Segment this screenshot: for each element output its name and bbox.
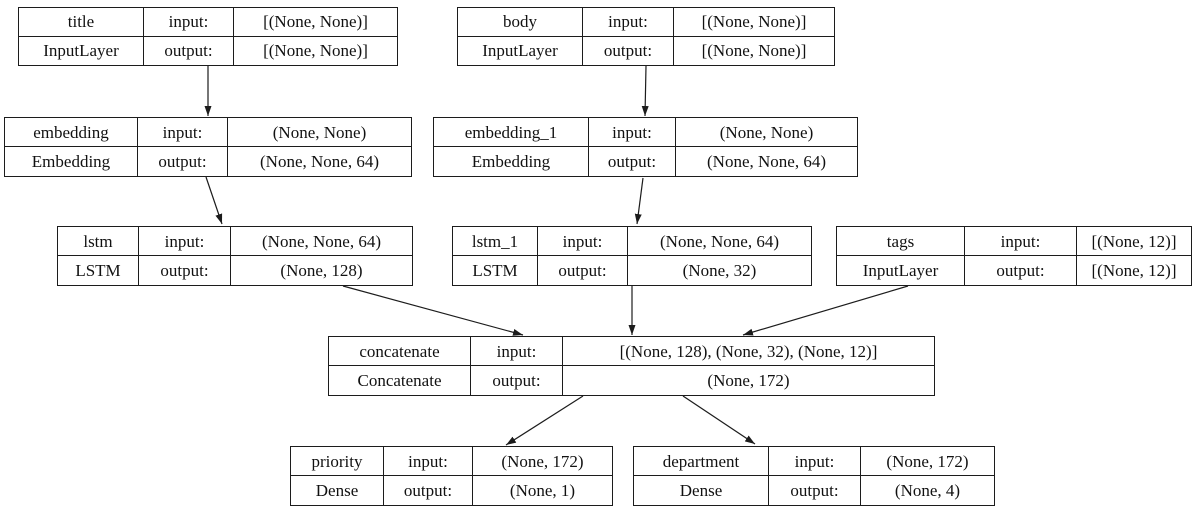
layer-type: LSTM <box>58 256 139 285</box>
output-label: output: <box>769 476 861 505</box>
input-shape: [(None, None)] <box>674 8 834 37</box>
edge-tags-concatenate <box>742 285 909 336</box>
output-label: output: <box>589 147 676 176</box>
input-label: input: <box>471 337 563 366</box>
input-label: input: <box>538 227 628 256</box>
layer-name: tags <box>837 227 965 256</box>
output-label: output: <box>138 147 228 176</box>
layer-name: body <box>458 8 583 37</box>
input-label: input: <box>138 118 228 147</box>
layer-name: department <box>634 447 769 476</box>
output-label: output: <box>139 256 231 285</box>
input-label: input: <box>139 227 231 256</box>
output-label: output: <box>471 366 563 395</box>
node-body: body input: [(None, None)] InputLayer ou… <box>457 7 835 66</box>
output-label: output: <box>384 476 473 505</box>
layer-type: Dense <box>291 476 384 505</box>
output-shape: (None, 4) <box>894 481 961 500</box>
input-shape: [(None, 128), (None, 32), (None, 12)] <box>563 337 934 366</box>
output-shape: (None, 32) <box>682 261 757 280</box>
edge-body-embedding-1 <box>641 65 649 117</box>
input-shape: (None, None) <box>228 118 411 147</box>
output-shape: [(None, None)] <box>701 41 807 61</box>
node-embedding-1: embedding_1 input: (None, None) Embeddin… <box>433 117 858 177</box>
output-label: output: <box>538 256 628 285</box>
edge-concatenate-priority <box>505 395 584 446</box>
layer-name: concatenate <box>329 337 471 366</box>
edge-embedding-lstm <box>205 176 223 225</box>
layer-type: Embedding <box>5 147 138 176</box>
layer-type: LSTM <box>453 256 538 285</box>
node-lstm: lstm input: (None, None, 64) LSTM output… <box>57 226 413 286</box>
layer-name: title <box>19 8 144 37</box>
node-tags: tags input: [(None, 12)] InputLayer outp… <box>836 226 1192 286</box>
output-shape: (None, None, 64) <box>260 152 379 171</box>
output-label: output: <box>583 36 674 65</box>
input-label: input: <box>384 447 473 476</box>
output-shape: [(None, 12)] <box>1091 261 1177 280</box>
edge-lstm-concatenate <box>342 285 524 336</box>
layer-type: Concatenate <box>329 366 471 395</box>
input-shape: [(None, None)] <box>234 8 397 37</box>
node-lstm-1: lstm_1 input: (None, None, 64) LSTM outp… <box>452 226 812 286</box>
layer-type: Embedding <box>434 147 589 176</box>
layer-name: priority <box>291 447 384 476</box>
layer-name: lstm <box>58 227 139 256</box>
input-shape: (None, 172) <box>473 447 612 476</box>
output-label: output: <box>965 256 1077 285</box>
layer-type: InputLayer <box>19 36 144 65</box>
node-department: department input: (None, 172) Dense outp… <box>633 446 995 506</box>
edge-embedding-1-lstm-1 <box>634 177 644 225</box>
output-shape: (None, 172) <box>707 371 790 390</box>
input-label: input: <box>583 8 674 37</box>
layer-type: Dense <box>634 476 769 505</box>
layer-type: InputLayer <box>458 36 583 65</box>
input-shape: (None, None) <box>676 118 857 147</box>
input-label: input: <box>965 227 1077 256</box>
input-shape: (None, None, 64) <box>231 227 412 256</box>
input-shape: [(None, 12)] <box>1077 227 1191 256</box>
output-shape: [(None, None)] <box>263 41 368 61</box>
node-priority: priority input: (None, 172) Dense output… <box>290 446 613 506</box>
node-title: title input: [(None, None)] InputLayer o… <box>18 7 398 66</box>
input-label: input: <box>144 8 234 37</box>
output-shape: (None, None, 64) <box>707 152 826 171</box>
edge-concatenate-department <box>682 395 756 445</box>
layer-type: InputLayer <box>837 256 965 285</box>
layer-name: embedding_1 <box>434 118 589 147</box>
layer-name: embedding <box>5 118 138 147</box>
input-label: input: <box>769 447 861 476</box>
input-shape: (None, 172) <box>861 447 994 476</box>
layer-name: lstm_1 <box>453 227 538 256</box>
input-label: input: <box>589 118 676 147</box>
node-embedding: embedding input: (None, None) Embedding … <box>4 117 412 177</box>
input-shape: (None, None, 64) <box>628 227 811 256</box>
node-concatenate: concatenate input: [(None, 128), (None, … <box>328 336 935 396</box>
output-shape: (None, 128) <box>280 261 363 280</box>
output-label: output: <box>144 36 234 65</box>
output-shape: (None, 1) <box>509 481 576 500</box>
